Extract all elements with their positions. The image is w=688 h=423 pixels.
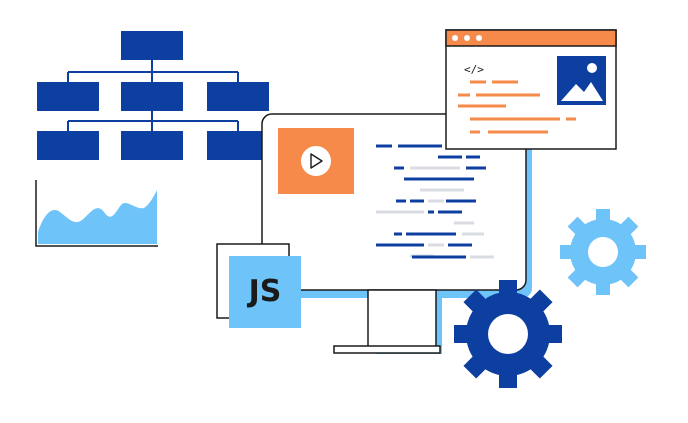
org-chart-node bbox=[121, 131, 183, 160]
play-button[interactable] bbox=[301, 146, 331, 176]
browser-window-icon: </> bbox=[445, 29, 617, 150]
monitor-base bbox=[333, 345, 441, 354]
code-lines bbox=[376, 144, 494, 259]
org-chart-root-node bbox=[121, 31, 183, 60]
area-chart-fill bbox=[38, 190, 157, 244]
image-icon bbox=[557, 56, 606, 105]
gear-icon bbox=[454, 280, 562, 388]
org-chart-icon bbox=[37, 31, 269, 160]
video-player[interactable] bbox=[278, 128, 354, 194]
js-badge: JS bbox=[216, 243, 301, 328]
browser-title-bar bbox=[445, 29, 617, 47]
monitor-neck bbox=[367, 289, 437, 349]
browser-dot-maximize[interactable] bbox=[476, 35, 482, 41]
org-chart-node bbox=[37, 82, 99, 111]
code-tag-label: </> bbox=[464, 63, 484, 76]
js-badge-fill bbox=[229, 256, 301, 328]
area-chart-icon bbox=[35, 180, 158, 247]
org-chart-node bbox=[207, 131, 269, 160]
js-badge-label: JS bbox=[247, 274, 282, 309]
gear-icon-small bbox=[560, 209, 646, 295]
org-chart-node bbox=[207, 82, 269, 111]
area-chart-axes bbox=[35, 180, 158, 247]
browser-dot-close[interactable] bbox=[452, 35, 458, 41]
org-chart-node bbox=[37, 131, 99, 160]
org-chart-node bbox=[121, 82, 183, 111]
browser-dot-minimize[interactable] bbox=[464, 35, 470, 41]
play-icon bbox=[310, 153, 323, 169]
